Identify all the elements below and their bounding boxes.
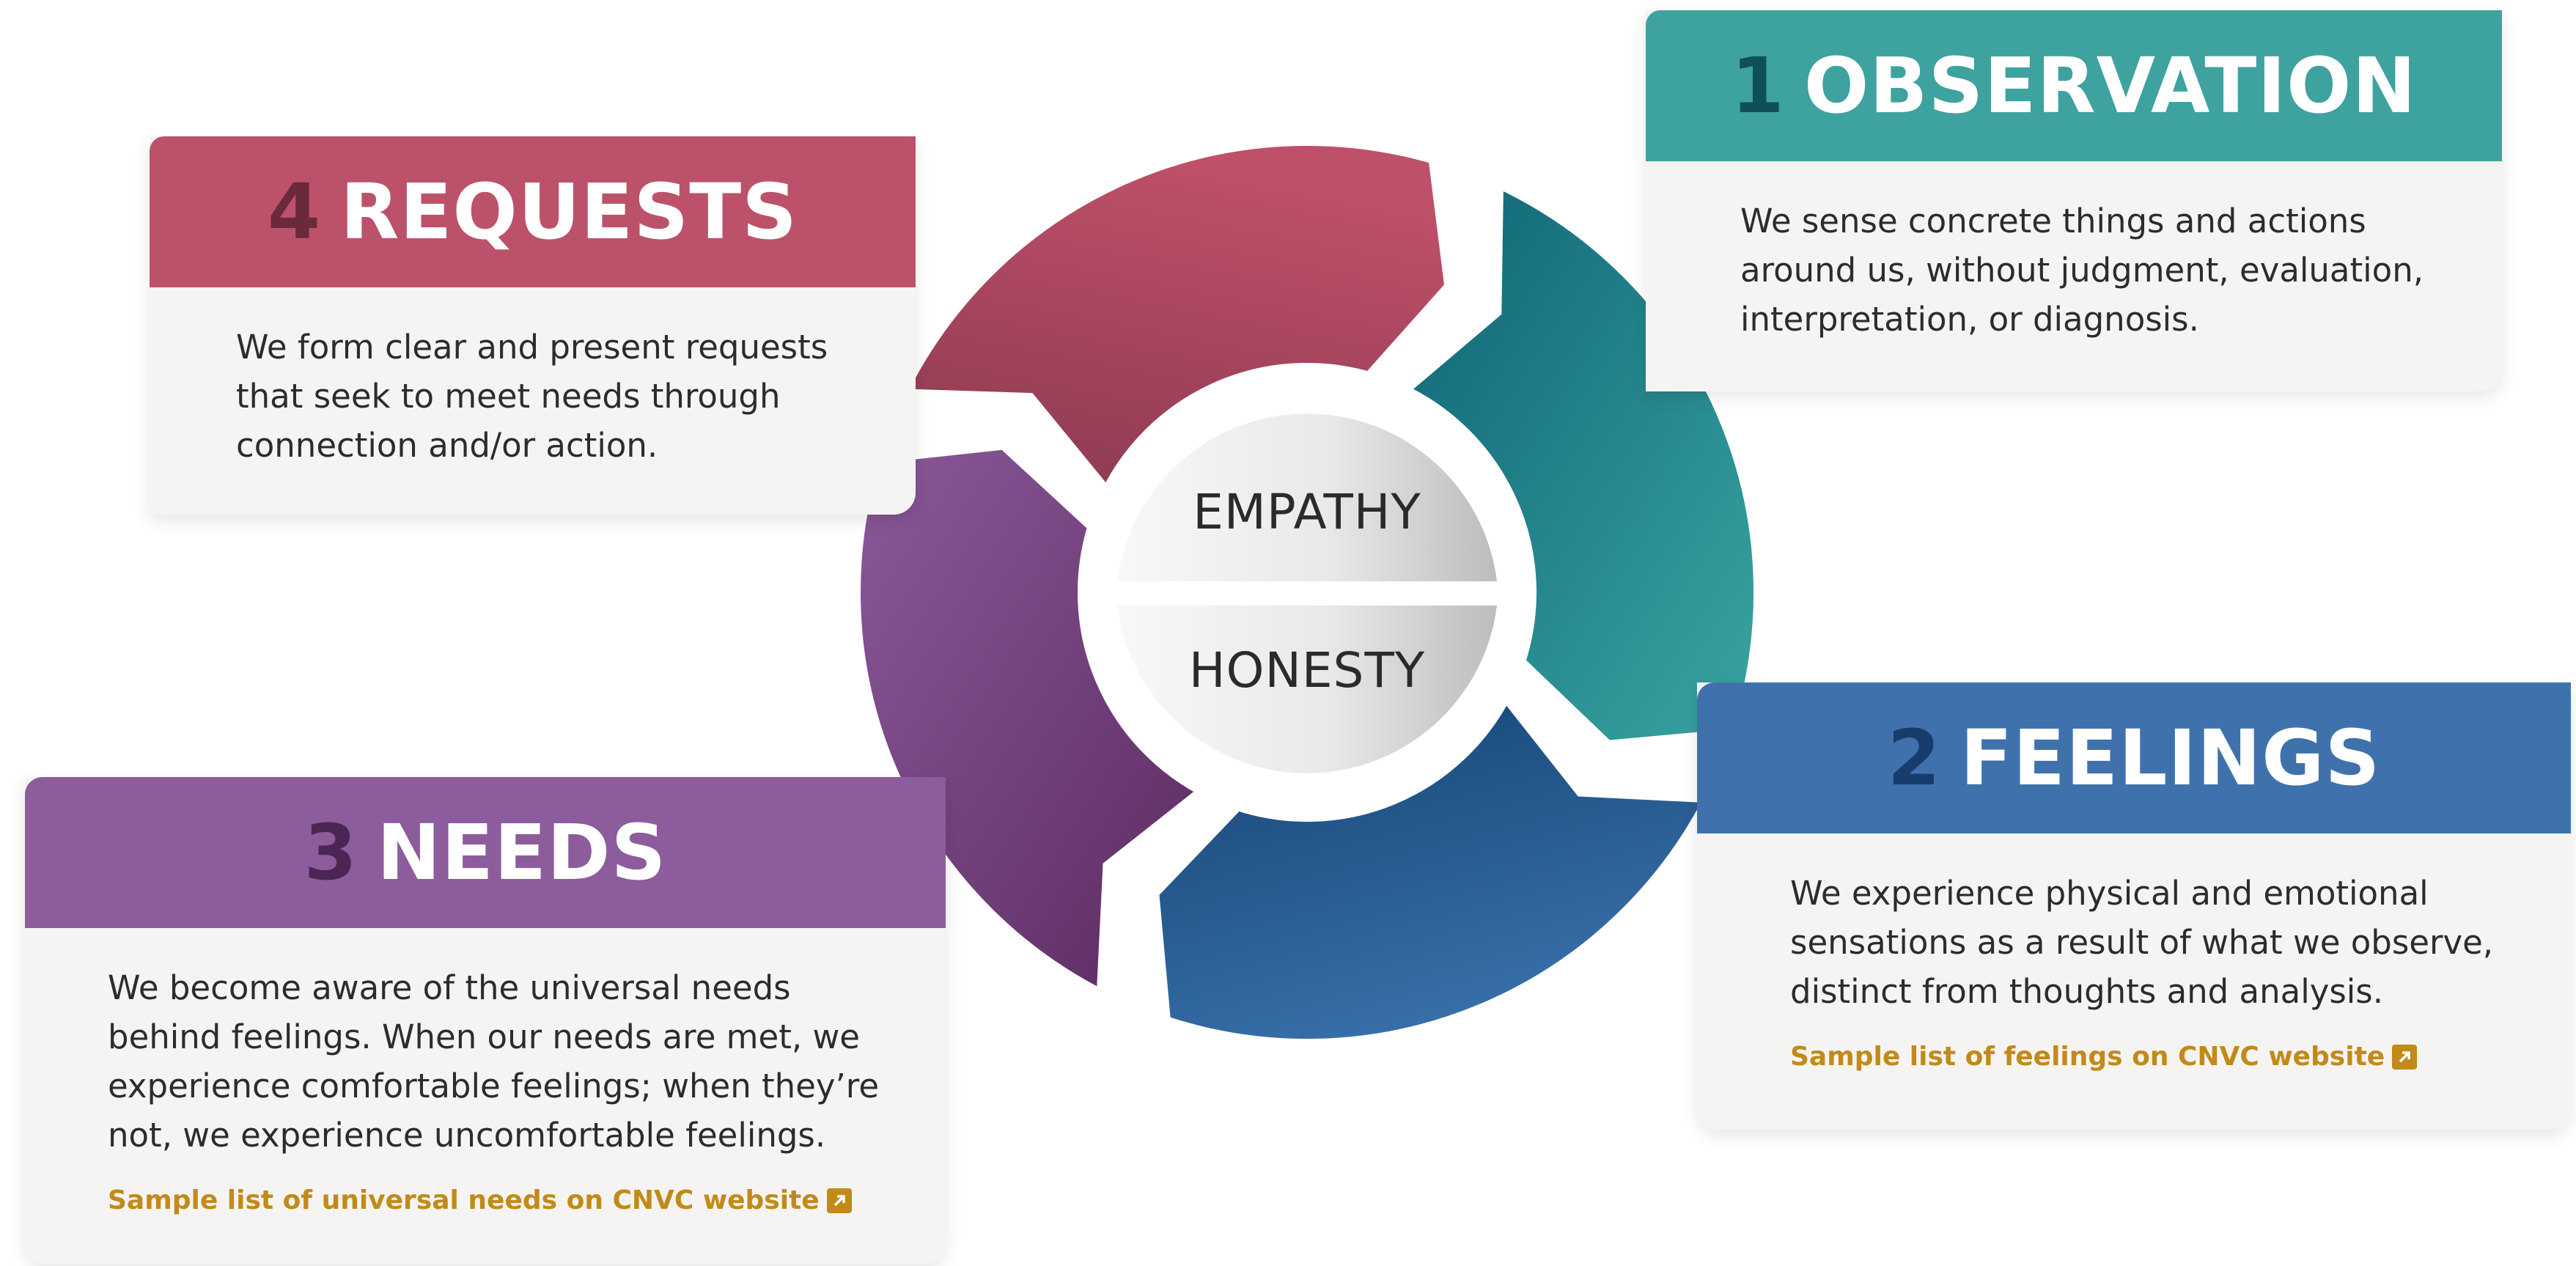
needs-number: 3 <box>303 808 358 897</box>
observation-title: OBSERVATION <box>1803 41 2417 130</box>
needs-line: behind feelings. When our needs are met,… <box>108 1017 860 1056</box>
external-link-icon <box>2392 1044 2418 1070</box>
needs-header: 3 NEEDS <box>25 777 946 928</box>
honesty-half <box>1117 606 1497 773</box>
honesty-label: HONESTY <box>1188 642 1426 699</box>
needs-line: not, we experience uncomfortable feeling… <box>108 1116 826 1155</box>
needs-line: experience comfortable feelings; when th… <box>108 1067 880 1105</box>
requests-header: 4 REQUESTS <box>150 136 916 287</box>
observation-line: We sense concrete things and actions <box>1740 202 2366 240</box>
empathy-half <box>1117 413 1497 581</box>
requests-number: 4 <box>267 167 322 257</box>
observation-card: 1 OBSERVATION We sense concrete things a… <box>1646 10 2502 391</box>
feelings-list-link[interactable]: Sample list of feelings on CNVC website <box>1790 1032 2418 1081</box>
feelings-header: 2 FEELINGS <box>1697 682 2571 833</box>
external-link-icon <box>826 1188 852 1213</box>
feelings-description: We experience physical and emotional sen… <box>1697 833 2571 1081</box>
needs-link-label: Sample list of universal needs on CNVC w… <box>108 1185 820 1215</box>
needs-list-link[interactable]: Sample list of universal needs on CNVC w… <box>108 1176 852 1225</box>
observation-number: 1 <box>1731 41 1785 130</box>
empathy-label: EMPATHY <box>1193 484 1421 540</box>
requests-title: REQUESTS <box>340 167 798 257</box>
feelings-link-label: Sample list of feelings on CNVC website <box>1790 1042 2385 1072</box>
requests-segment <box>884 129 1462 512</box>
requests-description: We form clear and present requests that … <box>150 287 916 470</box>
observation-line: interpretation, or diagnosis. <box>1740 300 2199 339</box>
requests-line: We form clear and present requests <box>236 328 828 367</box>
needs-title: NEEDS <box>377 808 667 897</box>
needs-line: We become aware of the universal needs <box>108 968 791 1007</box>
requests-card: 4 REQUESTS We form clear and present req… <box>150 136 916 515</box>
feelings-number: 2 <box>1887 713 1941 803</box>
feelings-line: distinct from thoughts and analysis. <box>1790 972 2384 1011</box>
feelings-line: sensations as a result of what we observ… <box>1790 923 2494 962</box>
observation-description: We sense concrete things and actions aro… <box>1646 161 2502 344</box>
feelings-card: 2 FEELINGS We experience physical and em… <box>1697 682 2571 1130</box>
feelings-segment <box>1142 676 1727 1055</box>
needs-card: 3 NEEDS We become aware of the universal… <box>25 777 946 1265</box>
observation-line: around us, without judgment, evaluation, <box>1740 251 2424 290</box>
feelings-line: We experience physical and emotional <box>1790 874 2429 913</box>
requests-line: connection and/or action. <box>236 426 658 465</box>
observation-header: 1 OBSERVATION <box>1646 10 2502 161</box>
needs-description: We become aware of the universal needs b… <box>25 928 946 1225</box>
feelings-title: FEELINGS <box>1959 713 2381 803</box>
requests-line: that seek to meet needs through <box>236 377 781 416</box>
